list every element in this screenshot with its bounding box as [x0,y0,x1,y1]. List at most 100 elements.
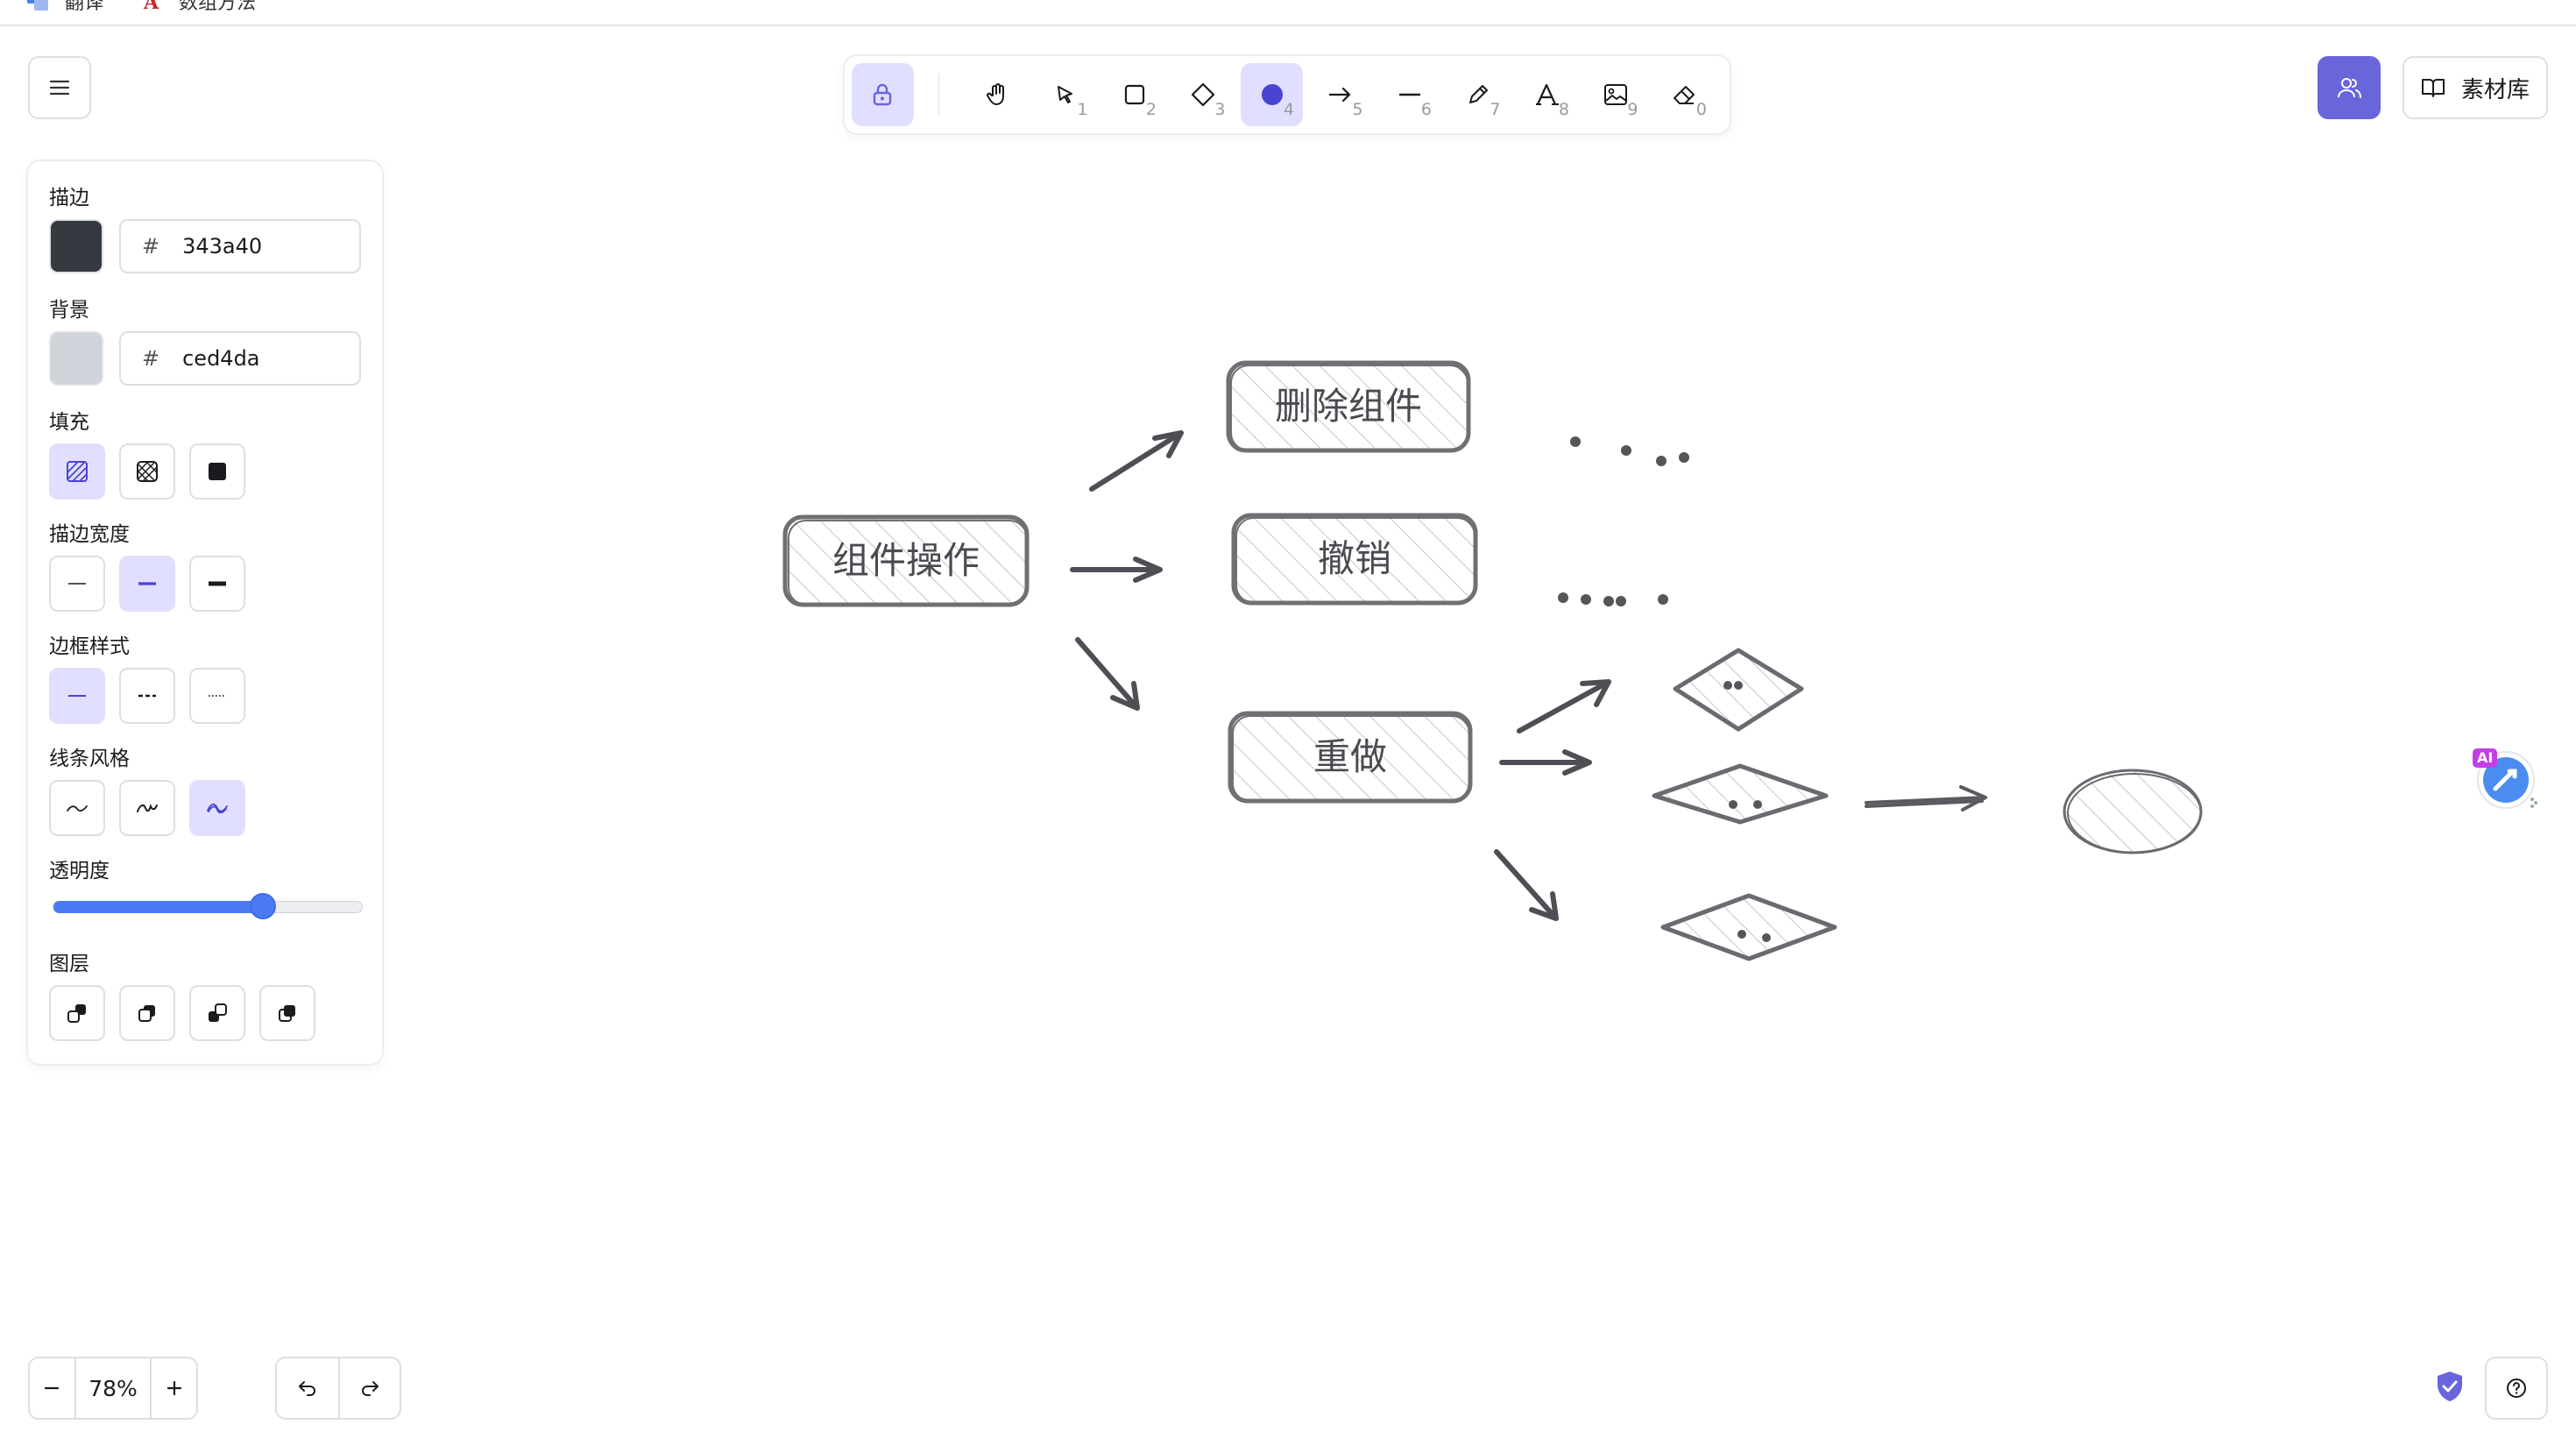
bring-forward-button[interactable] [189,985,245,1041]
hamburger-icon [49,80,70,96]
redo-button[interactable] [337,1358,400,1418]
sloppiness-cartoonist-button[interactable] [189,780,245,836]
node-redo[interactable]: 重做 [1228,711,1473,804]
zoom-in-button[interactable] [152,1358,196,1418]
fill-label: 填充 [49,411,89,434]
undo-button[interactable] [277,1358,338,1418]
tool-shortcut: 5 [1352,100,1363,119]
send-to-back-icon [67,1004,86,1023]
toolbar-divider [938,74,940,116]
stroke-width-bold-button[interactable] [119,556,175,612]
bookmark-array-methods[interactable]: A 数组方法 [140,0,256,14]
hachure-fill-icon [67,461,88,482]
opacity-slider-thumb[interactable] [250,893,277,919]
translate-icon [27,0,48,11]
node-label: 重做 [1313,735,1387,778]
eraser-icon [1673,86,1695,104]
stroke-width-extra-bold-button[interactable] [189,556,245,612]
hash-symbol: # [142,346,160,371]
line-icon [1398,93,1420,96]
tool-rectangle[interactable]: 2 [1103,63,1165,126]
history-controls [275,1357,401,1420]
stroke-width-thin-button[interactable] [49,556,105,612]
tool-line[interactable]: 6 [1378,63,1440,126]
tool-select[interactable]: 1 [1035,63,1097,126]
arrow-to-redo[interactable] [1075,637,1140,711]
solid-line-icon [68,695,86,697]
tool-eraser[interactable]: 0 [1653,63,1716,126]
fill-hachure-button[interactable] [49,443,105,500]
node-undo[interactable]: 撤销 [1231,513,1478,606]
image-icon [1604,84,1628,105]
stroke-hex-input[interactable]: # 343a40 [119,219,361,273]
sloppiness-artist-button[interactable] [119,780,175,836]
sloppiness-architect-button[interactable] [49,780,105,836]
fill-solid-button[interactable] [189,443,245,500]
tool-shortcut: 4 [1283,100,1294,119]
opacity-label: 透明度 [49,860,110,882]
send-to-back-button[interactable] [49,985,105,1041]
bring-to-front-icon [279,1005,295,1022]
tool-shortcut: 2 [1145,100,1157,119]
tool-hand[interactable] [966,63,1028,126]
drawing-canvas[interactable]: 组件操作 删除组件 撤销 重做 [0,28,2576,1446]
tool-draw[interactable]: 7 [1447,63,1510,126]
bring-to-front-button[interactable] [259,985,315,1041]
stroke-color-swatch[interactable] [49,219,103,273]
stroke-style-solid-button[interactable] [49,668,105,724]
bookmark-translate[interactable]: 翻译 [26,0,103,14]
background-color-swatch[interactable] [49,331,103,386]
zoom-out-button[interactable] [30,1358,74,1418]
stroke-style-dashed-button[interactable] [119,668,175,724]
pointer-icon [1058,86,1073,103]
arrow-to-delete[interactable] [1089,430,1184,492]
tool-image[interactable]: 9 [1585,63,1647,126]
ai-badge: AI [2473,748,2498,768]
arrow-redo-down[interactable] [1494,849,1559,921]
diamond-shape[interactable] [1652,763,1829,825]
dotted-line-icon [209,695,226,697]
fill-cross-hatch-button[interactable] [119,443,175,500]
hand-icon [986,83,1004,105]
users-icon [2338,78,2361,98]
arrow-to-undo[interactable] [1070,556,1163,583]
collaborate-button[interactable] [2318,56,2381,119]
stroke-style-dotted-button[interactable] [189,668,245,724]
ellipse-shape[interactable] [2063,769,2203,854]
zoom-reset-button[interactable]: 78% [74,1358,152,1418]
ellipsis-dots [1558,436,1689,606]
canvas-drawing: 组件操作 删除组件 撤销 重做 [782,360,2203,961]
diamond-shape[interactable] [1660,893,1837,961]
tool-text[interactable]: 8 [1516,63,1578,126]
opacity-slider[interactable] [53,893,363,919]
background-hex-input[interactable]: # ced4da [119,331,361,386]
tool-ellipse[interactable]: 4 [1241,63,1303,126]
redo-icon [362,1381,379,1396]
tool-diamond[interactable]: 3 [1172,63,1235,126]
node-delete-component[interactable]: 删除组件 [1226,360,1471,453]
help-button[interactable] [2485,1357,2548,1420]
stroke-label: 描边 [49,187,89,209]
library-button[interactable]: 素材库 [2403,56,2548,119]
background-hex-value: ced4da [182,346,260,371]
bold-line-icon [138,582,156,585]
diamond-shape[interactable] [1673,648,1804,732]
node-label: 删除组件 [1275,385,1422,428]
artist-line-icon [137,804,158,812]
shield-check-icon[interactable] [2432,1369,2467,1404]
tool-shortcut: 3 [1214,100,1226,119]
send-backward-button[interactable] [119,985,175,1041]
tool-arrow[interactable]: 5 [1310,63,1372,126]
svg-text:A: A [143,0,159,12]
opacity-slider-fill [53,901,264,913]
zoom-level: 78% [88,1375,138,1401]
arrow-to-ellipse[interactable] [1865,785,1987,812]
arrow-redo-right[interactable] [1499,749,1592,776]
main-menu-button[interactable] [28,56,91,119]
book-icon [2421,79,2445,97]
undo-icon [298,1381,315,1396]
tool-lock[interactable] [852,63,914,126]
extra-bold-line-icon [209,581,226,586]
arrow-redo-up[interactable] [1517,679,1611,734]
node-component-ops[interactable]: 组件操作 [782,514,1030,607]
